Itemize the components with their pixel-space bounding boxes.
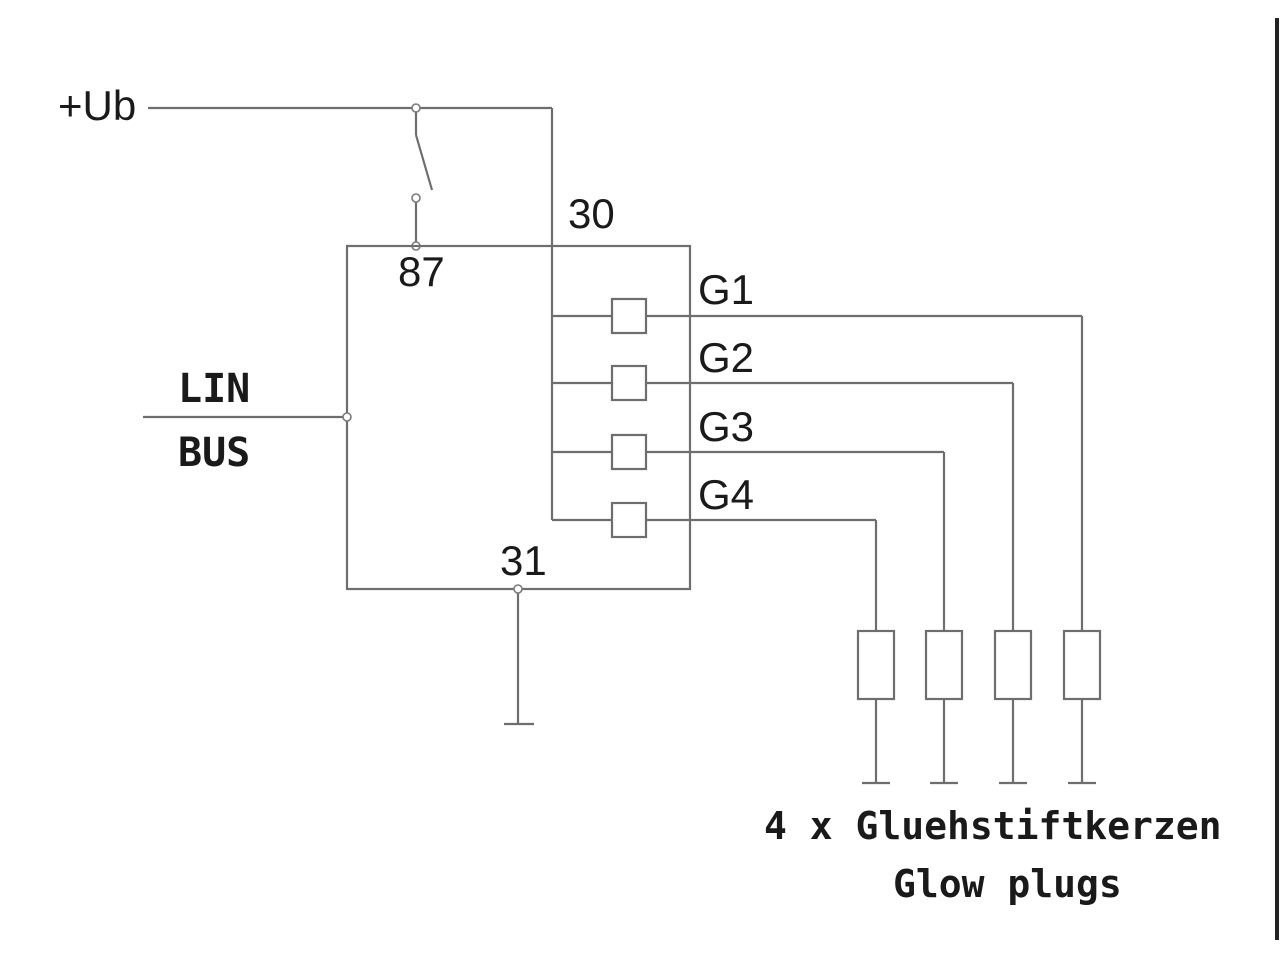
glow-plug-2 xyxy=(993,629,1033,701)
g1-switch-element xyxy=(610,297,648,335)
lin-label: LIN xyxy=(178,366,250,412)
terminal-87-label: 87 xyxy=(398,248,445,295)
switch-contact-node xyxy=(411,193,421,203)
g3-label: G3 xyxy=(698,403,754,450)
terminal-31-node xyxy=(513,584,523,594)
caption-line-1: 4 x Gluehstiftkerzen xyxy=(764,804,1222,848)
glow-plug-4 xyxy=(856,629,896,701)
supply-label: +Ub xyxy=(58,82,136,129)
glow-plug-3 xyxy=(924,629,964,701)
g4-label: G4 xyxy=(698,471,754,518)
terminal-30-label: 30 xyxy=(568,190,615,237)
terminal-31-label: 31 xyxy=(500,537,547,584)
g1-label: G1 xyxy=(698,266,754,313)
switch-blade xyxy=(414,134,434,191)
g2-label: G2 xyxy=(698,334,754,381)
glow-plug-1 xyxy=(1062,629,1102,701)
caption-line-2: Glow plugs xyxy=(893,862,1122,906)
bus-label: BUS xyxy=(178,430,250,476)
g3-switch-element xyxy=(610,433,648,471)
lin-bus-node xyxy=(342,412,352,422)
switch-top-node xyxy=(411,103,421,113)
g4-switch-element xyxy=(610,501,648,539)
g2-switch-element xyxy=(610,364,648,402)
